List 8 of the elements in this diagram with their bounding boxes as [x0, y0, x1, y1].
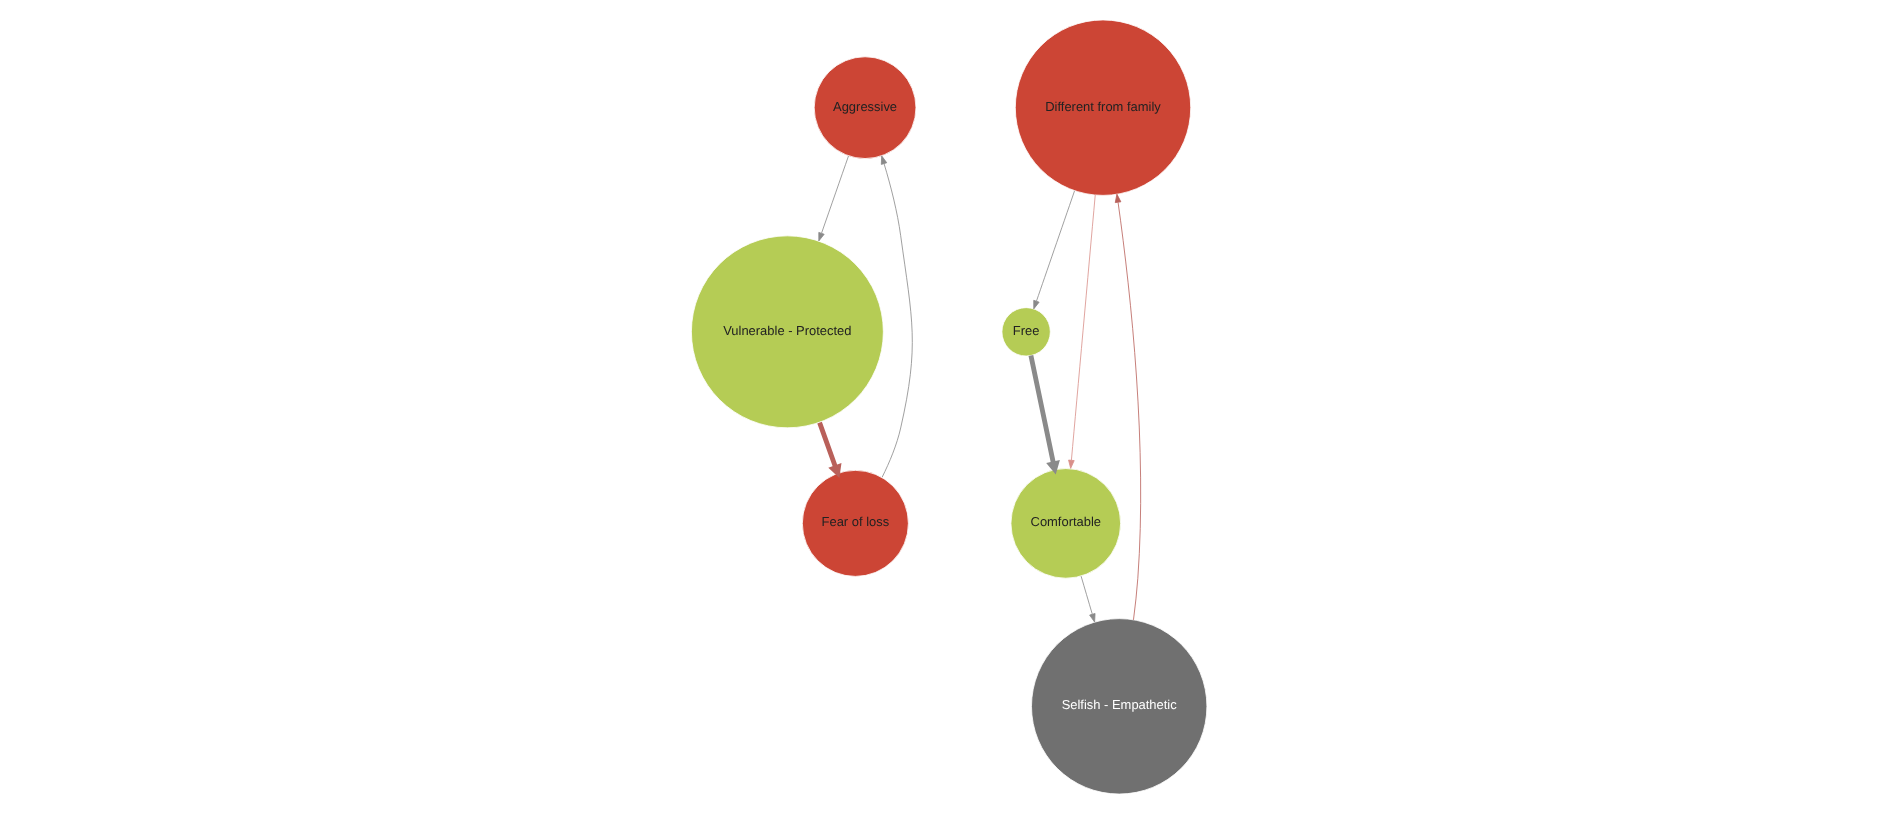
- arrow: [1033, 190, 1075, 310]
- arrow: [818, 155, 849, 242]
- arrow: [1080, 575, 1096, 623]
- arrow: [1028, 355, 1060, 475]
- arrow: [1068, 194, 1096, 469]
- arrow: [817, 421, 842, 478]
- arrow: [1114, 193, 1141, 621]
- arrow: [880, 155, 913, 478]
